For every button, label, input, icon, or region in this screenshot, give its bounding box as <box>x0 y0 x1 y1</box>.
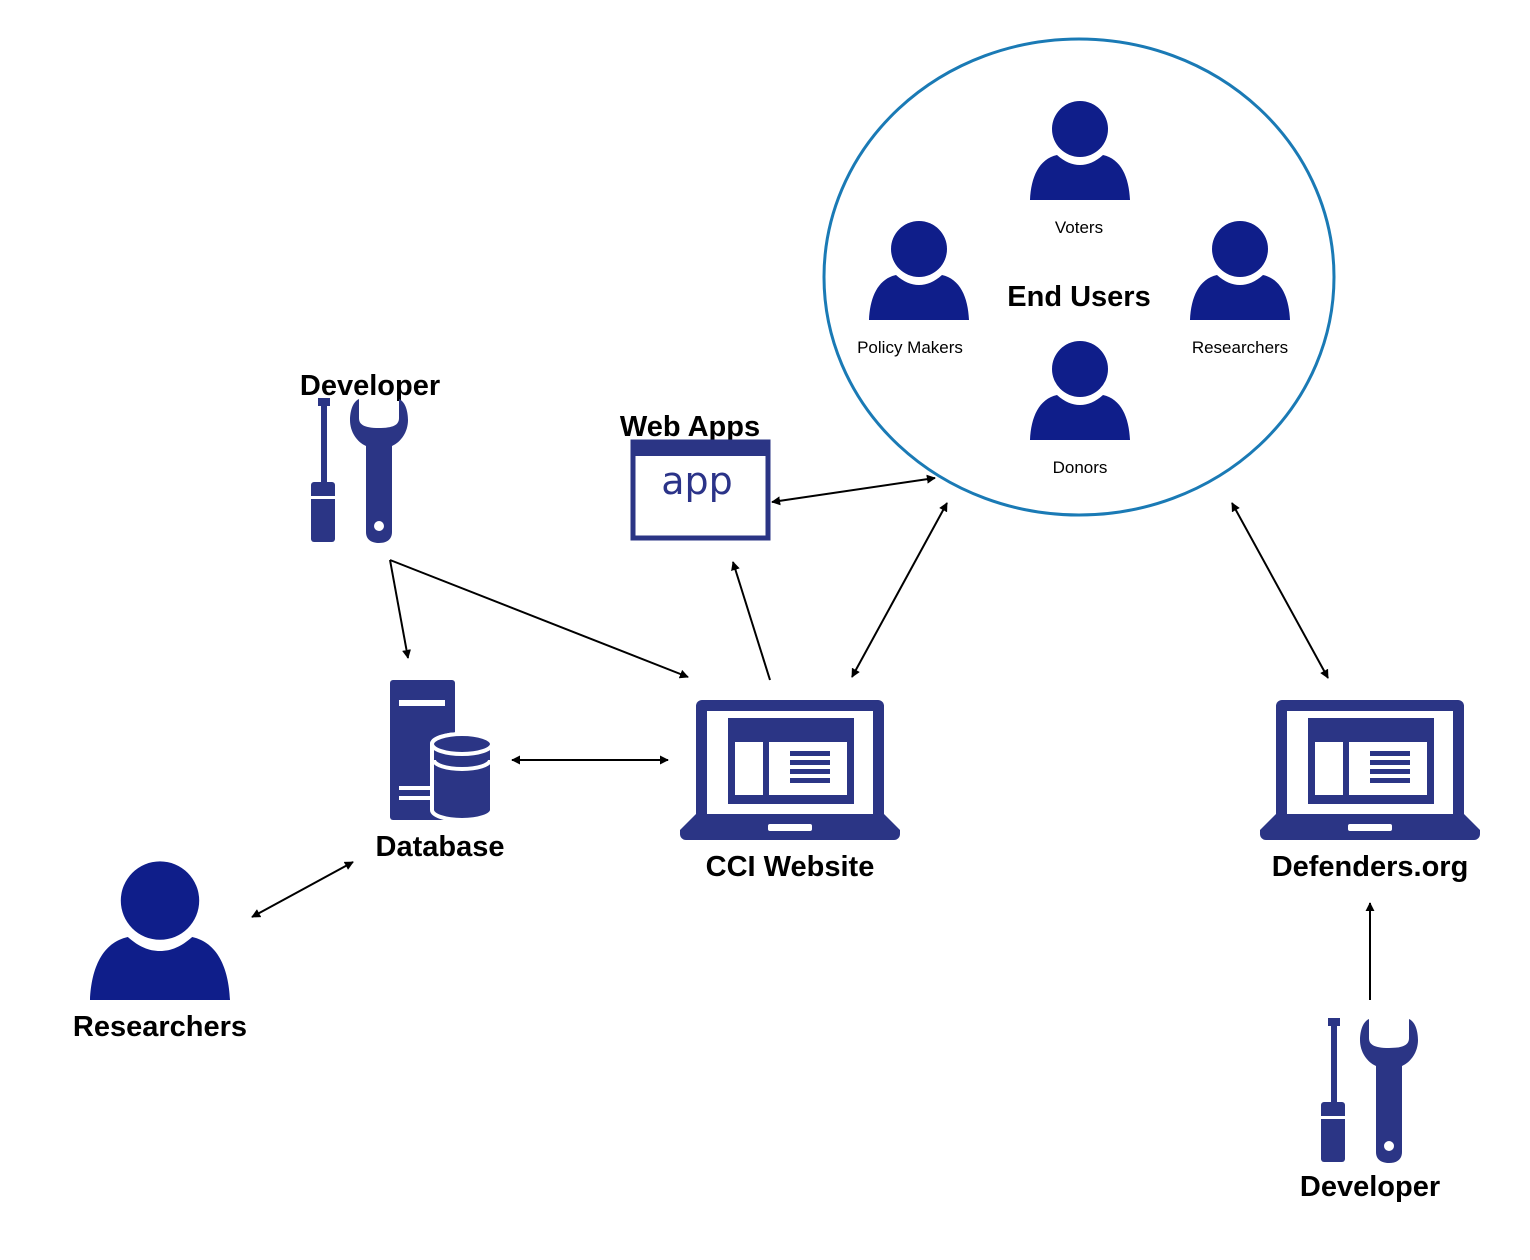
database-server-icon <box>390 680 494 822</box>
arrow-cci-website-end-users <box>851 502 948 678</box>
developer-top-tools-icon <box>311 398 408 543</box>
database-label: Database <box>376 831 505 863</box>
app-window-text: app <box>661 459 733 503</box>
arrow-web-apps-end-users <box>771 474 936 506</box>
policy-makers-person-icon <box>869 221 969 320</box>
connections <box>251 474 1375 1000</box>
end-user-researchers-label: Researchers <box>1192 338 1288 357</box>
developer-bottom-tools-icon <box>1321 1018 1418 1163</box>
researchers-person-icon <box>1190 221 1290 320</box>
researchers-person-icon <box>90 861 230 1000</box>
arrow-developer-to-cci-website <box>389 559 689 679</box>
researchers-label: Researchers <box>73 1011 247 1043</box>
voters-person-icon <box>1030 101 1130 200</box>
developer-bottom-label: Developer <box>1300 1171 1440 1203</box>
arrow-defenders-end-users <box>1231 502 1329 679</box>
end-users-circle <box>822 37 1336 517</box>
developer-top-label: Developer <box>300 370 440 402</box>
arrow-cci-website-to-web-apps <box>731 561 771 681</box>
donors-person-icon <box>1030 341 1130 440</box>
voters-label: Voters <box>1055 218 1103 237</box>
arrow-developer-to-database <box>389 559 411 659</box>
cci-website-laptop-icon <box>680 700 900 840</box>
donors-label: Donors <box>1053 458 1108 477</box>
defenders-org-label: Defenders.org <box>1272 851 1469 883</box>
defenders-org-laptop-icon <box>1260 700 1480 840</box>
policy-makers-label: Policy Makers <box>857 338 963 357</box>
cci-website-label: CCI Website <box>706 851 875 883</box>
end-users-title: End Users <box>1007 281 1150 313</box>
web-apps-label: Web Apps <box>620 411 760 443</box>
app-window-icon: app <box>630 439 771 541</box>
arrow-researchers-database <box>251 861 354 918</box>
